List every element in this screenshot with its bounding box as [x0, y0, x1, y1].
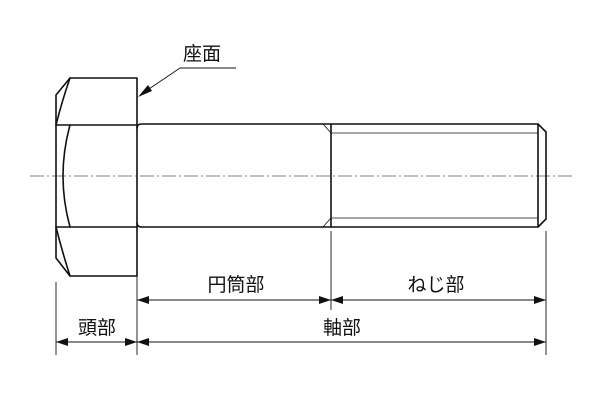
- shaft-part-label: 軸部: [323, 317, 361, 339]
- shaft-arrow-left: [137, 338, 149, 346]
- head-arrow-right: [125, 338, 137, 346]
- thread-arrow-left: [331, 296, 343, 304]
- head-part-label: 頭部: [78, 317, 116, 339]
- thread-arrow-right: [534, 296, 546, 304]
- thread-part-dimension: ねじ部: [331, 274, 546, 304]
- head-part-dimension: 頭部: [56, 317, 137, 346]
- bolt-head: [55, 77, 138, 277]
- thread-runout-top: [322, 123, 332, 134]
- thread-zone: [322, 123, 538, 228]
- thread-part-label: ねじ部: [407, 274, 464, 296]
- bolt-head-upper-chamfer: [55, 77, 71, 126]
- head-arrow-left: [56, 338, 68, 346]
- cylinder-arrow-right: [319, 296, 331, 304]
- bolt-head-outline: [55, 77, 138, 277]
- shaft-part-dimension: 軸部: [137, 317, 546, 346]
- seat-surface-label: 座面: [183, 43, 221, 65]
- shaft-arrow-right: [534, 338, 546, 346]
- leader-arrowhead: [138, 85, 152, 97]
- bolt-head-lower-chamfer: [55, 226, 71, 277]
- extension-lines: [55, 231, 547, 355]
- cylinder-arrow-left: [137, 296, 149, 304]
- bolt-head-middle-arc: [62, 124, 71, 228]
- shank-outline: [136, 123, 547, 228]
- thread-runout-bottom: [322, 217, 332, 228]
- cylinder-part-label: 円筒部: [207, 274, 264, 296]
- bolt-shank: [136, 123, 547, 228]
- cylinder-part-dimension: 円筒部: [137, 274, 331, 304]
- seat-surface-leader: 座面: [138, 43, 236, 97]
